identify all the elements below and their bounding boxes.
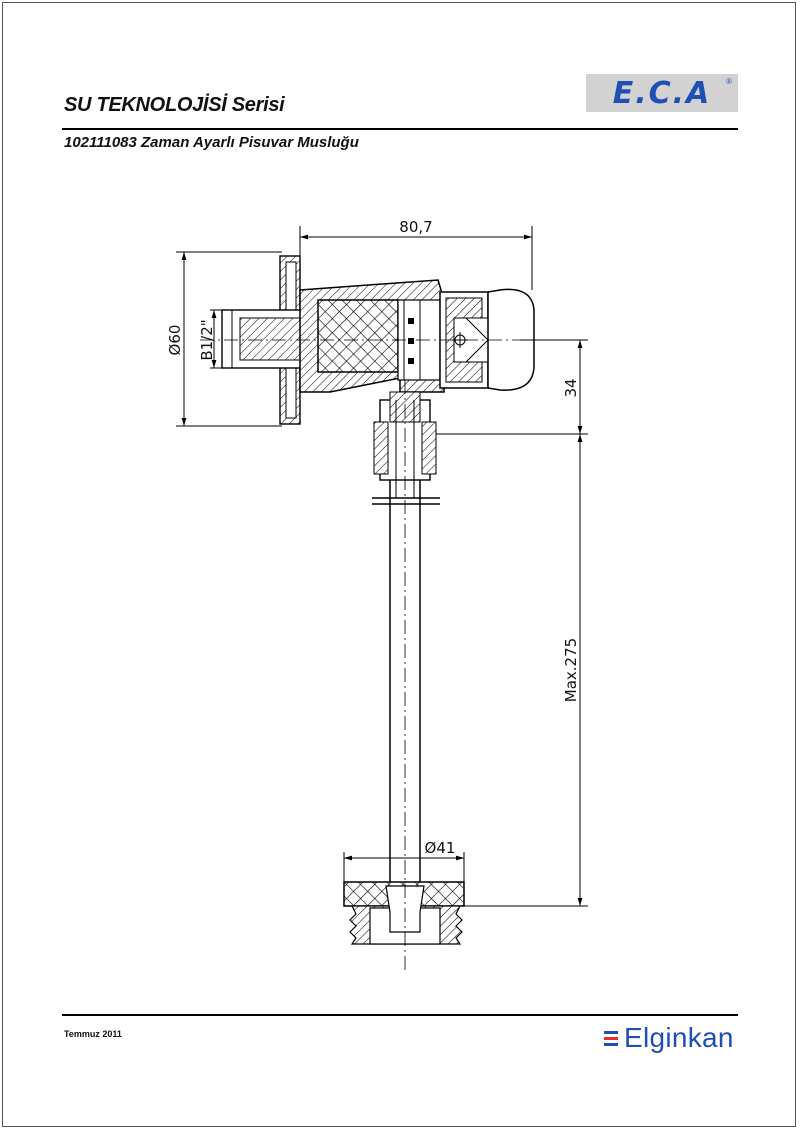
dim-label-flange: Ø60 (166, 325, 184, 356)
dim-label-width: 80,7 (399, 218, 432, 236)
dimension-width (299, 226, 533, 290)
valve-body (299, 279, 445, 393)
dimension-bottom (343, 852, 465, 884)
bottom-connector (343, 881, 465, 945)
elginkan-brand: Elginkan (604, 1022, 734, 1054)
brand-name: Elginkan (624, 1022, 734, 1053)
center-lines (200, 339, 520, 970)
dimension-height (436, 339, 588, 435)
dim-label-pipe-length: Max.275 (562, 638, 580, 702)
eca-logo-text: E.C.A (612, 75, 712, 111)
dimension-pipe-length (462, 434, 588, 907)
dimension-flange (176, 251, 282, 427)
inlet-thread (221, 309, 309, 369)
dim-label-height: 34 (562, 378, 580, 397)
series-title: SU TEKNOLOJİSİ Serisi (64, 94, 285, 116)
eca-logo: E.C.A ® (586, 74, 738, 112)
product-title: 102111083 Zaman Ayarlı Pisuvar Musluğu (64, 134, 359, 151)
footer-rule (62, 1014, 738, 1016)
elginkan-mark-icon (604, 1027, 618, 1049)
dimension-thread (210, 309, 224, 369)
registered-mark: ® (726, 77, 732, 86)
dim-label-bottom: Ø41 (425, 839, 456, 857)
date-label: Temmuz 2011 (64, 1029, 122, 1039)
dim-label-thread: B1/2" (198, 319, 216, 360)
flush-pipe (372, 400, 440, 882)
header-rule (62, 128, 738, 130)
